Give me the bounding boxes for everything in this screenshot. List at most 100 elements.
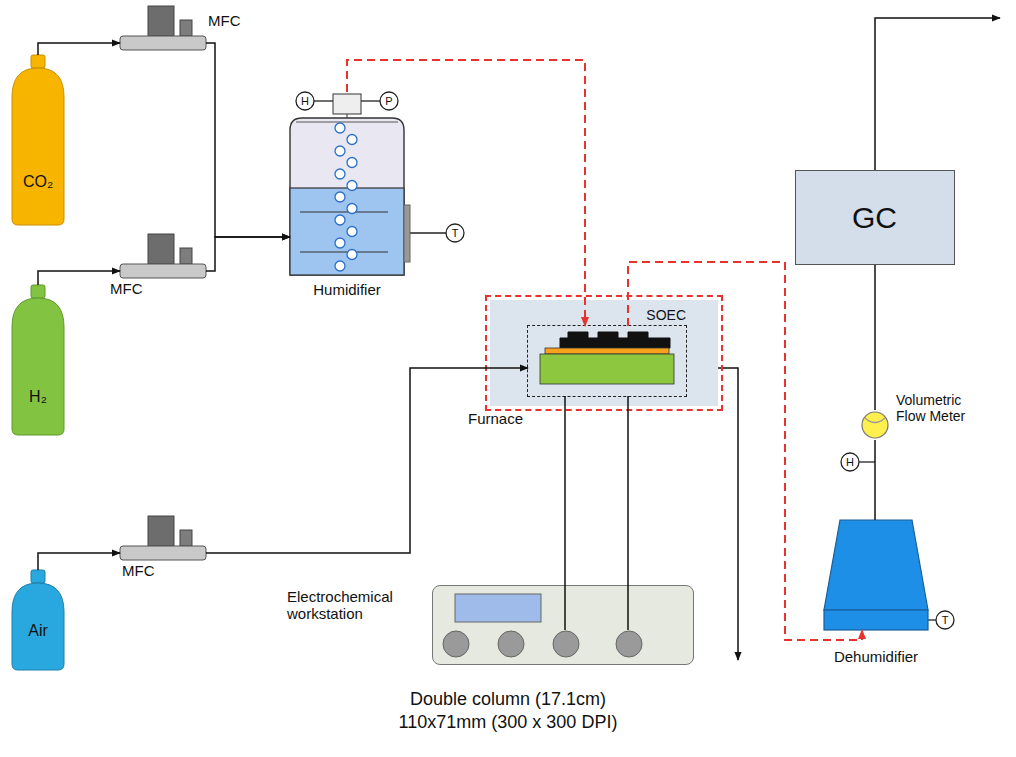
text-holder: Volumetric Flow Meter bbox=[896, 392, 986, 424]
gas-cylinder: CO₂ bbox=[10, 55, 66, 225]
label-holder: T bbox=[936, 613, 954, 627]
gas-cylinder-outline bbox=[10, 55, 66, 225]
connector-line bbox=[38, 43, 120, 55]
gas-cylinder-outline bbox=[10, 570, 66, 670]
text-holder: H₂ bbox=[10, 388, 66, 406]
head-neck bbox=[347, 114, 348, 118]
text-holder: CO₂ bbox=[10, 173, 66, 191]
node-label: CO₂ bbox=[23, 173, 53, 190]
text-holder: Furnace bbox=[468, 410, 548, 427]
bubble bbox=[347, 204, 357, 214]
workstation-knob bbox=[498, 631, 524, 657]
electrochemical-workstation: Electrochemical workstation bbox=[432, 585, 694, 665]
node-label: GC bbox=[852, 201, 897, 234]
furnace: FurnaceSOEC bbox=[490, 300, 718, 406]
mfc-head bbox=[180, 248, 192, 264]
flow-meter-mark bbox=[865, 418, 885, 423]
node-label: Dehumidifier bbox=[834, 648, 918, 665]
bubble bbox=[347, 227, 357, 237]
mfc-head bbox=[180, 530, 192, 546]
node-label: SOEC bbox=[646, 307, 686, 323]
text-holder: MFC bbox=[122, 562, 162, 579]
text-holder: MFC bbox=[110, 280, 150, 297]
caption: Double column (17.1cm) 110x71mm (300 x 3… bbox=[399, 689, 618, 732]
connector-line bbox=[874, 265, 876, 410]
bubble bbox=[335, 192, 345, 202]
mfc-body bbox=[148, 6, 174, 36]
dehumidifier-outline bbox=[820, 520, 932, 670]
water bbox=[290, 188, 404, 275]
cylinder-valve bbox=[31, 285, 45, 298]
mass-flow-controller: MFC bbox=[118, 0, 248, 70]
gas-flow-line bbox=[347, 60, 585, 326]
gauge-letter: T bbox=[942, 614, 949, 626]
volumetric-flow-meter: Volumetric Flow Meter bbox=[860, 410, 890, 440]
gauge-link bbox=[361, 100, 380, 101]
gas-cylinder bbox=[12, 583, 64, 670]
bubble bbox=[335, 123, 345, 133]
connector-line bbox=[564, 396, 566, 630]
caption-holder: Double column (17.1cm) 110x71mm (300 x 3… bbox=[378, 688, 638, 735]
mfc-body bbox=[148, 234, 174, 264]
gauge-dial bbox=[936, 611, 954, 629]
node-label: MFC bbox=[122, 562, 155, 579]
text-holder: SOEC bbox=[632, 307, 686, 323]
bubble bbox=[347, 158, 357, 168]
cylinder-valve bbox=[31, 55, 45, 68]
label-holder: P bbox=[380, 94, 398, 108]
node-label: Volumetric Flow Meter bbox=[896, 392, 965, 424]
node-label: MFC bbox=[110, 280, 143, 297]
gauge-letter: T bbox=[452, 227, 459, 239]
heater-strip bbox=[404, 205, 410, 262]
text-holder: Humidifier bbox=[288, 281, 406, 298]
label-holder: H bbox=[296, 94, 314, 108]
gas-chromatograph: GC bbox=[795, 170, 955, 265]
soec-cell-outline bbox=[528, 326, 686, 396]
bubble bbox=[335, 238, 345, 248]
node-label: Furnace bbox=[468, 410, 523, 427]
bubble bbox=[335, 215, 345, 225]
cylinder-valve bbox=[31, 570, 45, 583]
humidifier-vessel bbox=[290, 118, 404, 275]
gas-cylinder: Air bbox=[10, 570, 66, 670]
node-label: Air bbox=[28, 622, 48, 639]
mfc-base bbox=[120, 36, 206, 50]
electrode-layer bbox=[540, 354, 674, 384]
mass-flow-controller-outline bbox=[118, 0, 248, 70]
flow-meter-dial bbox=[862, 412, 888, 438]
gauge-letter: P bbox=[385, 95, 392, 107]
text-holder: GC bbox=[796, 201, 953, 236]
mfc-body bbox=[148, 516, 174, 546]
text-holder: Air bbox=[10, 622, 66, 640]
gauge-link bbox=[928, 619, 936, 620]
node-label: Humidifier bbox=[313, 281, 381, 298]
workstation-knob bbox=[616, 631, 642, 657]
connector-line bbox=[206, 43, 290, 237]
bubble bbox=[347, 135, 357, 145]
gas-cylinder bbox=[12, 298, 64, 435]
connector-line bbox=[206, 368, 528, 553]
gas-cylinder-outline bbox=[10, 285, 66, 435]
label-holder: T bbox=[446, 226, 464, 240]
text-holder: Electrochemical workstation bbox=[287, 588, 427, 623]
dehumidifier-body bbox=[824, 520, 928, 610]
mfc-head bbox=[180, 20, 192, 36]
text-holder: MFC bbox=[208, 12, 248, 29]
mass-flow-controller: MFC bbox=[118, 228, 248, 298]
humidifier: Humidifier bbox=[288, 92, 406, 302]
node-label: MFC bbox=[208, 12, 241, 29]
workstation-knob bbox=[443, 631, 469, 657]
mfc-base bbox=[120, 264, 206, 278]
connector-line bbox=[38, 553, 120, 570]
water-line bbox=[300, 212, 388, 213]
mfc-base bbox=[120, 546, 206, 560]
bubble bbox=[347, 181, 357, 191]
node-label: H₂ bbox=[29, 388, 47, 405]
text-holder: Dehumidifier bbox=[820, 648, 932, 665]
gauge-dial bbox=[296, 92, 314, 110]
electrolyte-layer bbox=[545, 348, 669, 354]
connector-line bbox=[206, 237, 290, 271]
gauge-link bbox=[410, 232, 446, 233]
